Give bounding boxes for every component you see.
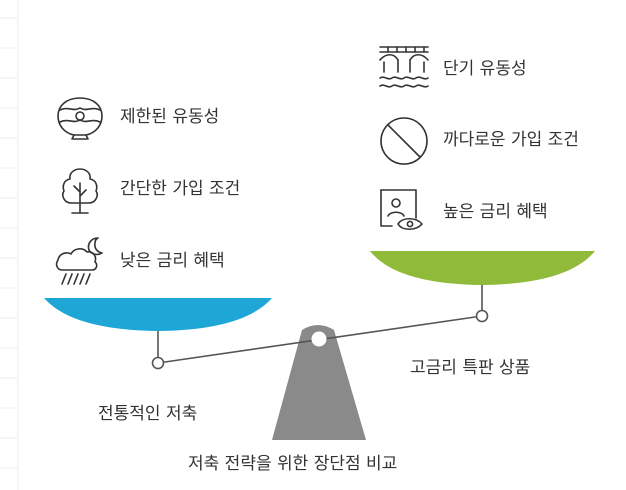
left-side-title: 전통적인 저축	[98, 404, 198, 424]
document-eye-icon	[380, 189, 423, 231]
left-hanger-joint	[151, 356, 165, 370]
left-item-2-label: 간단한 가입 조건	[120, 179, 241, 199]
bridge-icon	[379, 46, 429, 88]
diagram-caption: 저축 전략을 위한 장단점 비교	[188, 454, 398, 474]
right-item-2-label: 까다로운 가입 조건	[443, 130, 579, 150]
left-item-1-label: 제한된 유동성	[120, 107, 220, 127]
right-side-title: 고금리 특판 상품	[410, 358, 531, 378]
right-item-1-label: 단기 유동성	[443, 59, 527, 79]
right-hanger-joint	[475, 309, 489, 323]
shell-icon	[57, 97, 103, 140]
right-pan	[370, 251, 595, 285]
right-item-3-label: 높은 금리 혜택	[443, 202, 548, 222]
scale-pivot	[311, 331, 327, 347]
tree-icon	[62, 168, 98, 214]
left-pan	[44, 298, 272, 331]
storm-cloud-moon-icon	[55, 237, 103, 285]
background-grid	[0, 0, 19, 490]
scale-stand	[272, 325, 366, 440]
left-item-3-label: 낮은 금리 혜택	[120, 251, 225, 271]
prohibited-icon	[380, 117, 428, 165]
